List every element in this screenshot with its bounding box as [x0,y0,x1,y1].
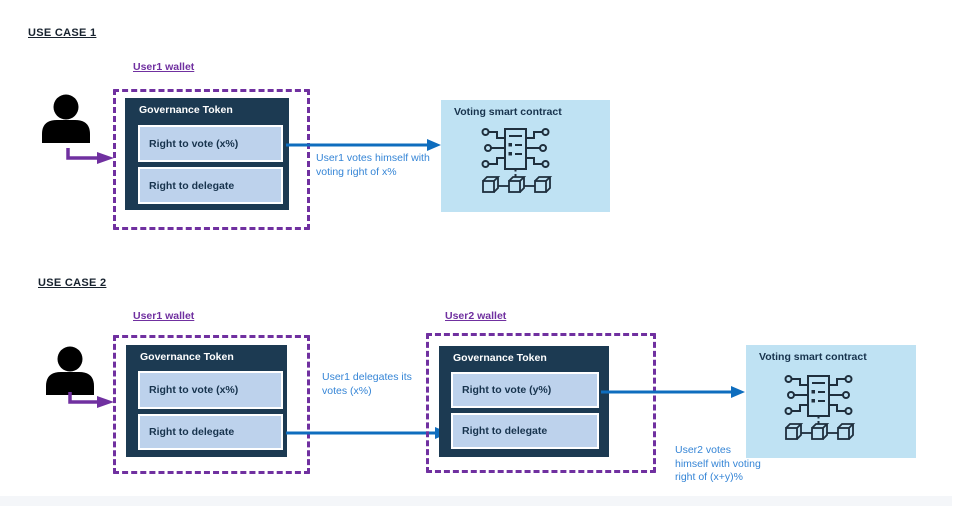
governance-token-box: Governance Token Right to vote (y%) Righ… [439,346,609,457]
right-to-vote-box: Right to vote (x%) [138,371,283,409]
governance-token-title: Governance Token [139,104,233,116]
person-icon [42,94,90,143]
vote-arrow [601,386,745,398]
voting-smart-contract-box: Voting smart contract [746,345,916,458]
user1-wallet-label: User1 wallet [133,61,195,73]
right-to-vote-box: Right to vote (y%) [451,372,599,408]
user1-wallet-label: User1 wallet [133,310,195,322]
vote-arrow-label: User2 votes himself with voting right of… [675,444,761,483]
smart-contract-icon [784,375,854,440]
governance-token-box: Governance Token Right to vote (x%) Righ… [125,98,289,210]
delegate-arrow-label: User1 delegates its votes (x%) [322,371,412,397]
right-to-vote-box: Right to vote (x%) [138,125,283,162]
right-to-delegate-box: Right to delegate [138,414,283,450]
right-to-delegate-box: Right to delegate [138,167,283,204]
voting-smart-contract-title: Voting smart contract [759,351,867,363]
use-case-2-title: USE CASE 2 [38,277,107,289]
voting-smart-contract-box: Voting smart contract [441,100,610,212]
user2-wallet-box: Governance Token Right to vote (y%) Righ… [426,333,656,473]
governance-token-box: Governance Token Right to vote (x%) Righ… [126,345,287,457]
vote-arrow [286,139,441,151]
person-icon [46,346,94,395]
user2-wallet-label: User2 wallet [445,310,507,322]
horizontal-scrollbar[interactable] [0,496,952,506]
user-to-wallet-arrow [66,148,114,164]
voting-smart-contract-title: Voting smart contract [454,106,562,118]
user-to-wallet-arrow [68,392,114,408]
use-case-1-title: USE CASE 1 [28,27,97,39]
right-to-delegate-box: Right to delegate [451,413,599,449]
user1-wallet-box: Governance Token Right to vote (x%) Righ… [113,89,310,230]
vote-arrow-label: User1 votes himself with voting right of… [316,152,430,178]
governance-token-title: Governance Token [140,351,234,363]
smart-contract-icon [481,128,551,193]
governance-token-title: Governance Token [453,352,547,364]
user1-wallet-box: Governance Token Right to vote (x%) Righ… [113,335,310,474]
